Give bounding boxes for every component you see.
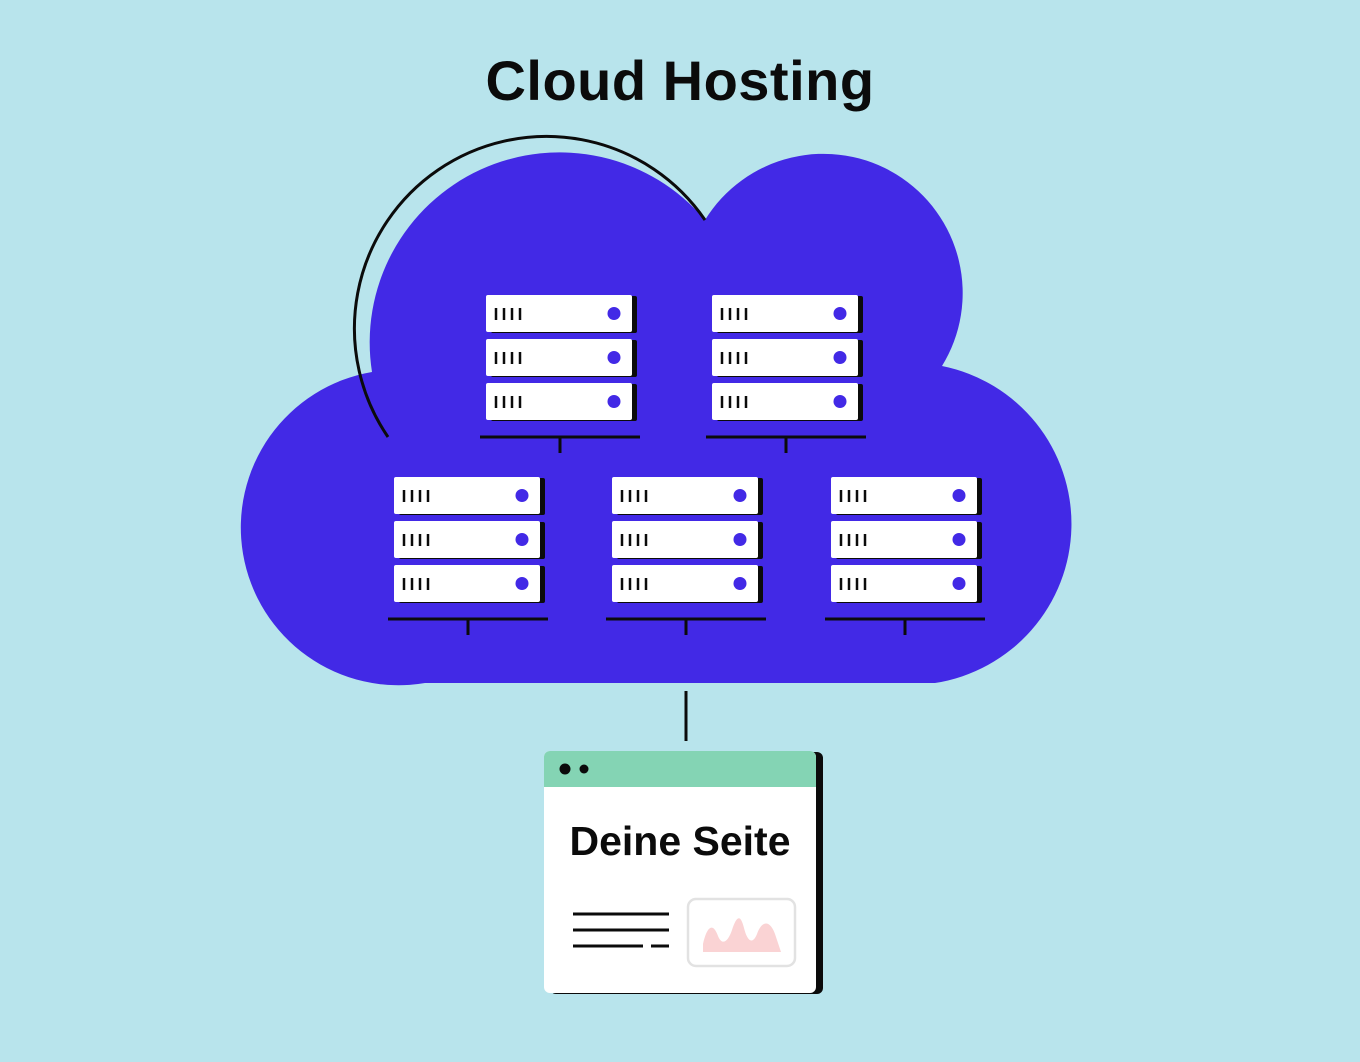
status-led-icon xyxy=(733,577,747,590)
status-led-icon xyxy=(733,533,747,546)
status-led-icon xyxy=(833,307,847,320)
server-unit xyxy=(394,565,540,602)
status-led-icon xyxy=(733,489,747,502)
server-unit xyxy=(712,339,858,376)
status-led-icon xyxy=(833,351,847,364)
server-racks xyxy=(388,295,985,635)
status-led-icon xyxy=(607,395,621,408)
window-dot-icon xyxy=(579,764,589,774)
status-led-icon xyxy=(952,489,966,502)
status-led-icon xyxy=(833,395,847,408)
window-dot-icon xyxy=(559,763,571,775)
cloud-outline-arc xyxy=(352,134,707,438)
server-unit xyxy=(394,477,540,514)
page-title: Cloud Hosting xyxy=(485,49,875,112)
browser-titlebar xyxy=(544,751,816,787)
status-led-icon xyxy=(607,351,621,364)
status-led-icon xyxy=(952,533,966,546)
chart-area-icon xyxy=(703,918,781,952)
status-led-icon xyxy=(515,489,529,502)
server-unit xyxy=(612,565,758,602)
status-led-icon xyxy=(952,577,966,590)
server-unit xyxy=(712,295,858,332)
server-unit xyxy=(486,383,632,420)
browser-window xyxy=(544,751,823,994)
server-unit xyxy=(831,565,977,602)
server-unit xyxy=(486,295,632,332)
status-led-icon xyxy=(515,577,529,590)
server-unit xyxy=(831,521,977,558)
server-unit xyxy=(712,383,858,420)
server-unit xyxy=(486,339,632,376)
browser-page-title: Deine Seite xyxy=(569,818,791,864)
status-led-icon xyxy=(607,307,621,320)
server-unit xyxy=(612,521,758,558)
status-led-icon xyxy=(515,533,529,546)
server-unit xyxy=(612,477,758,514)
server-unit xyxy=(394,521,540,558)
server-unit xyxy=(831,477,977,514)
